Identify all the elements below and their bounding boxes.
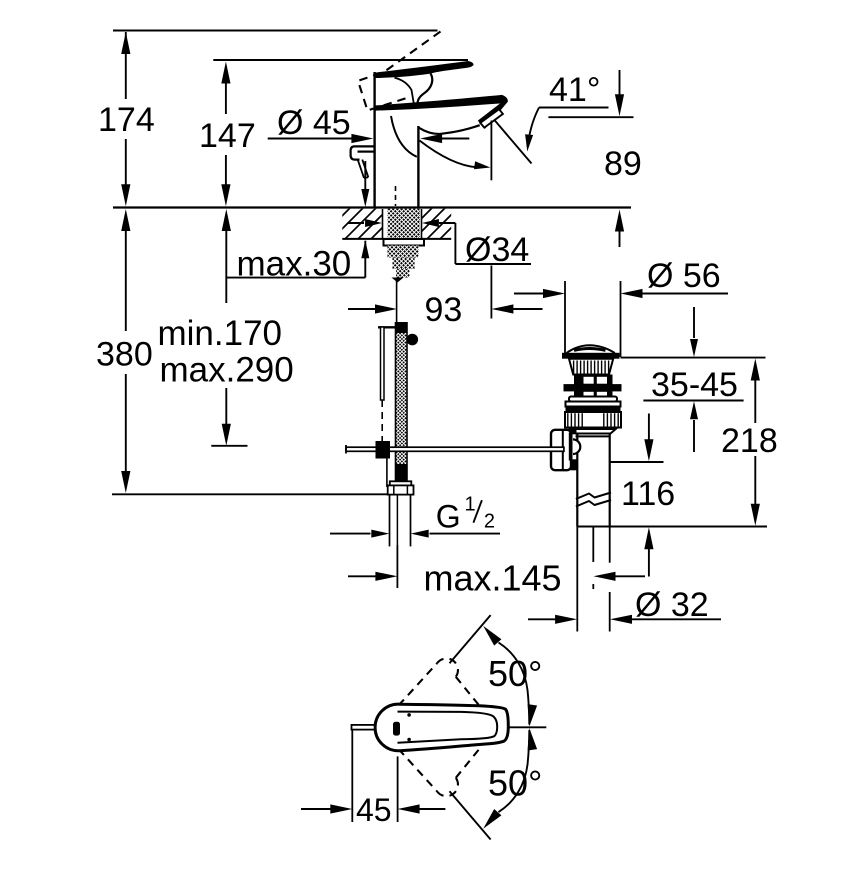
svg-text:max.290: max.290 [160,351,294,390]
svg-text:41°: 41° [549,71,600,109]
svg-text:89: 89 [604,145,642,183]
svg-text:116: 116 [621,475,675,513]
svg-text:Ø 56: Ø 56 [647,257,721,295]
svg-text:Ø 45: Ø 45 [277,104,351,142]
svg-text:218: 218 [721,422,778,460]
svg-text:max.145: max.145 [424,558,562,599]
svg-text:50°: 50° [488,763,542,804]
svg-text:Ø34: Ø34 [465,231,529,269]
svg-text:G: G [436,498,461,534]
svg-text:min.170: min.170 [158,314,283,353]
svg-text:2: 2 [484,510,495,532]
svg-text:93: 93 [425,291,463,329]
svg-text:147: 147 [199,117,256,155]
svg-text:max.30: max.30 [237,245,352,284]
svg-text:35-45: 35-45 [651,366,738,404]
svg-text:1: 1 [465,494,476,516]
svg-text:380: 380 [96,336,153,374]
svg-text:45: 45 [356,792,392,828]
svg-text:Ø 32: Ø 32 [635,586,709,624]
svg-text:174: 174 [98,101,155,139]
svg-text:50°: 50° [488,653,542,694]
